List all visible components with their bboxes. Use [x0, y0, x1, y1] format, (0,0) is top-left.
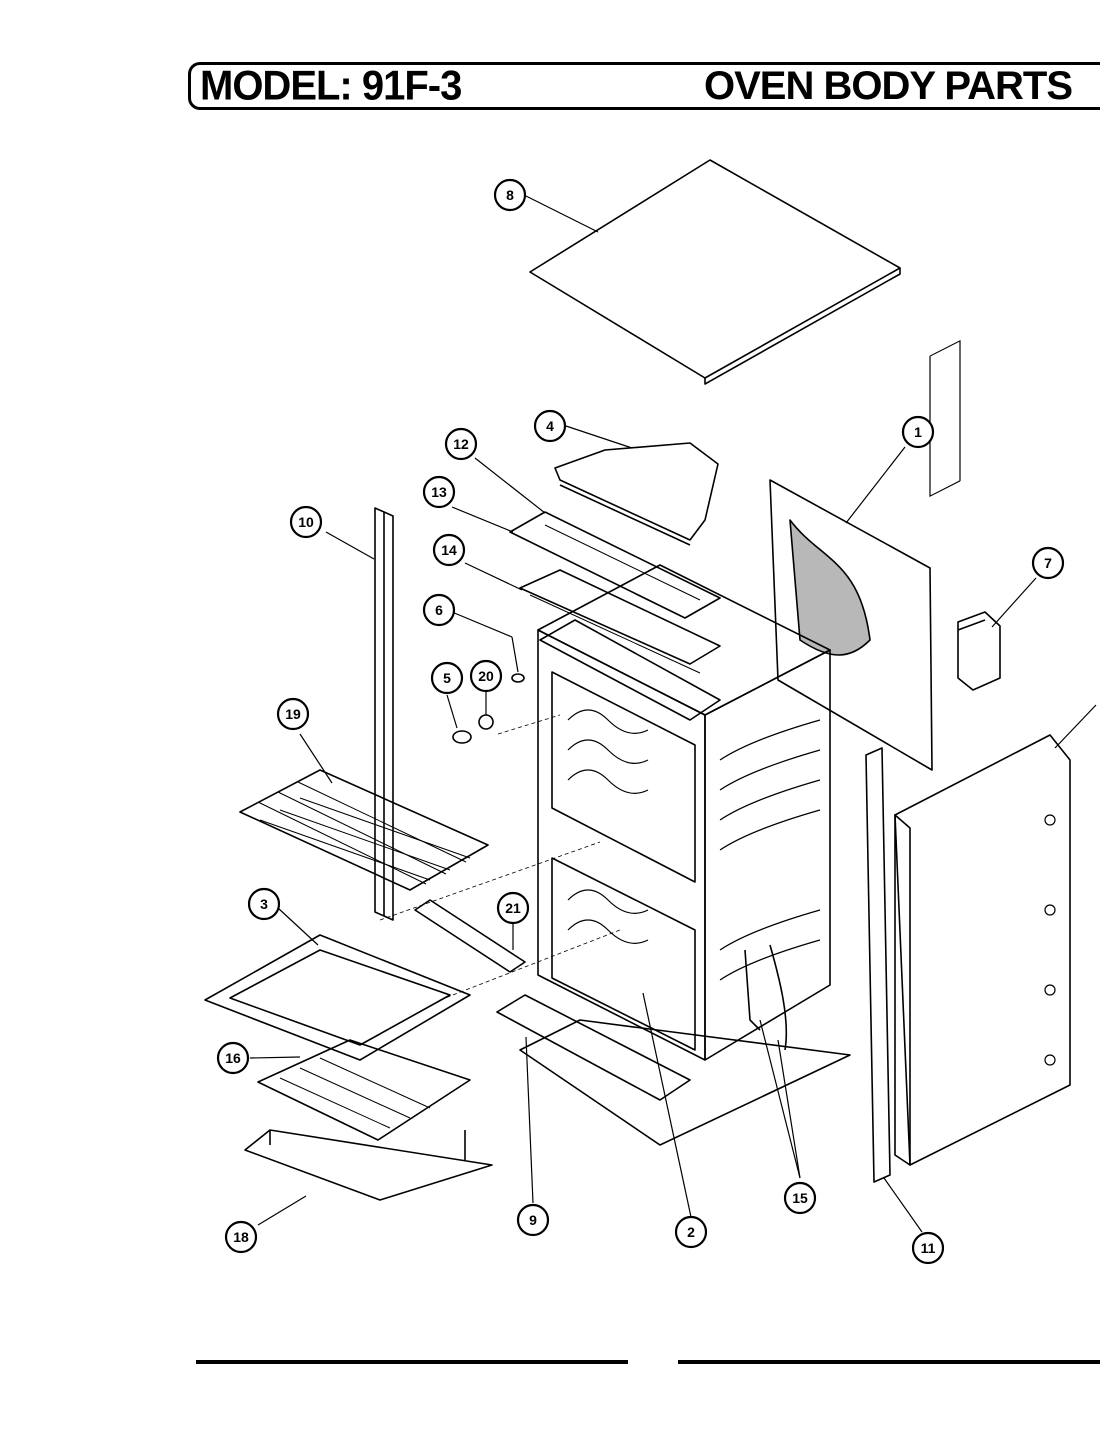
part-right-rail [865, 747, 891, 1183]
callout-16: 16 [216, 1041, 250, 1075]
callout-19: 19 [276, 697, 310, 731]
model-label: MODEL: 91F-3 [200, 62, 462, 110]
part-bottom-tray [496, 994, 851, 1146]
callout-label: 21 [505, 900, 521, 916]
page-title: OVEN BODY PARTS [704, 64, 1073, 108]
callout-label: 16 [225, 1050, 241, 1066]
leader-lines [249, 195, 1097, 1233]
part-side-panel [894, 340, 1071, 1166]
part-oven-rack [239, 769, 489, 891]
header-frame [188, 62, 1100, 110]
part-oven-body [537, 564, 831, 1061]
callout-3: 3 [247, 887, 281, 921]
callout-label: 2 [687, 1224, 695, 1240]
part-heat-shield [554, 442, 719, 546]
callout-label: 14 [441, 542, 457, 558]
callout-9: 9 [516, 1203, 550, 1237]
part-rack-support [414, 899, 526, 973]
part-back-panel [769, 479, 933, 771]
callout-18: 18 [224, 1220, 258, 1254]
callout-14: 14 [432, 533, 466, 567]
callout-label: 18 [233, 1229, 249, 1245]
callout-11: 11 [911, 1231, 945, 1265]
callout-5: 5 [430, 661, 464, 695]
part-bracket-box [957, 611, 1001, 691]
callout-label: 15 [792, 1190, 808, 1206]
callout-label: 5 [443, 670, 451, 686]
part-broiler-insert [257, 1039, 471, 1141]
callout-7: 7 [1031, 546, 1065, 580]
callout-label: 13 [431, 484, 447, 500]
callout-label: 19 [285, 706, 301, 722]
callout-8: 8 [493, 178, 527, 212]
callout-label: 8 [506, 187, 514, 203]
footer-rule-right [678, 1360, 1100, 1364]
callout-label: 10 [298, 514, 314, 530]
callout-label: 9 [529, 1212, 537, 1228]
callout-label: 11 [921, 1240, 936, 1256]
callout-label: 6 [435, 602, 443, 618]
callout-1: 1 [901, 415, 935, 449]
part-oven-bottom [204, 934, 471, 1061]
callout-2: 2 [674, 1215, 708, 1249]
callout-label: 1 [914, 424, 922, 440]
callout-13: 13 [422, 475, 456, 509]
callout-15: 15 [783, 1181, 817, 1215]
callout-4: 4 [533, 409, 567, 443]
alignment-lines [379, 714, 621, 1001]
callout-12: 12 [444, 427, 478, 461]
part-left-rail [374, 507, 394, 921]
callout-label: 12 [453, 436, 469, 452]
part-broiler-pan [244, 1129, 493, 1201]
callout-10: 10 [289, 505, 323, 539]
callout-label: 7 [1044, 555, 1052, 571]
callout-label: 4 [546, 418, 554, 434]
part-vent-strips [509, 511, 721, 721]
callout-label: 3 [260, 896, 268, 912]
footer-rule-left [196, 1360, 628, 1364]
callout-21: 21 [496, 891, 530, 925]
part-top-panel [529, 159, 901, 385]
callout-20: 20 [469, 659, 503, 693]
part-igniter-wires [744, 944, 788, 1051]
callout-label: 20 [478, 668, 494, 684]
callout-6: 6 [422, 593, 456, 627]
